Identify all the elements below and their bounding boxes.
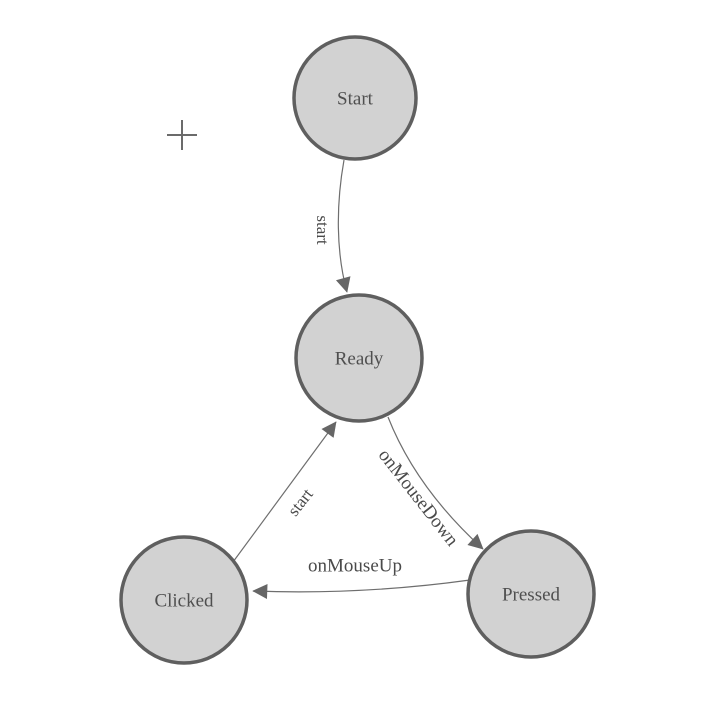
state-node-ready-label: Ready — [335, 349, 384, 370]
edge-start-to-ready-path[interactable] — [335, 159, 351, 293]
edge-clicked-to-ready-path[interactable] — [232, 421, 337, 563]
edge-ready-to-pressed-path[interactable] — [387, 416, 484, 550]
state-node-clicked-label: Clicked — [154, 591, 214, 612]
edge-label-start-2: start — [284, 485, 317, 520]
state-node-pressed[interactable]: Pressed — [466, 529, 596, 659]
edge-label-onmousedown: onMouseDown — [374, 445, 463, 551]
edge-pressed-to-clicked-path[interactable] — [252, 579, 471, 600]
state-node-start-circle[interactable] — [292, 35, 418, 161]
state-node-start-label: Start — [337, 89, 374, 110]
edge-start-to-ready: start — [313, 159, 351, 293]
state-node-pressed-label: Pressed — [502, 585, 561, 606]
state-node-start[interactable]: Start — [292, 35, 418, 161]
edge-pressed-to-clicked: onMouseUp — [252, 556, 471, 600]
edge-clicked-to-ready: start — [232, 421, 337, 563]
state-node-ready[interactable]: Ready — [294, 293, 424, 423]
crosshair-cursor-icon — [167, 120, 197, 150]
edge-ready-to-pressed: onMouseDown — [374, 416, 484, 551]
state-node-ready-circle[interactable] — [294, 293, 424, 423]
edge-label-onmouseup: onMouseUp — [308, 556, 402, 577]
edge-label-start-1: start — [313, 215, 332, 245]
state-node-pressed-circle[interactable] — [466, 529, 596, 659]
state-node-clicked-circle[interactable] — [119, 535, 249, 665]
state-node-clicked[interactable]: Clicked — [119, 535, 249, 665]
